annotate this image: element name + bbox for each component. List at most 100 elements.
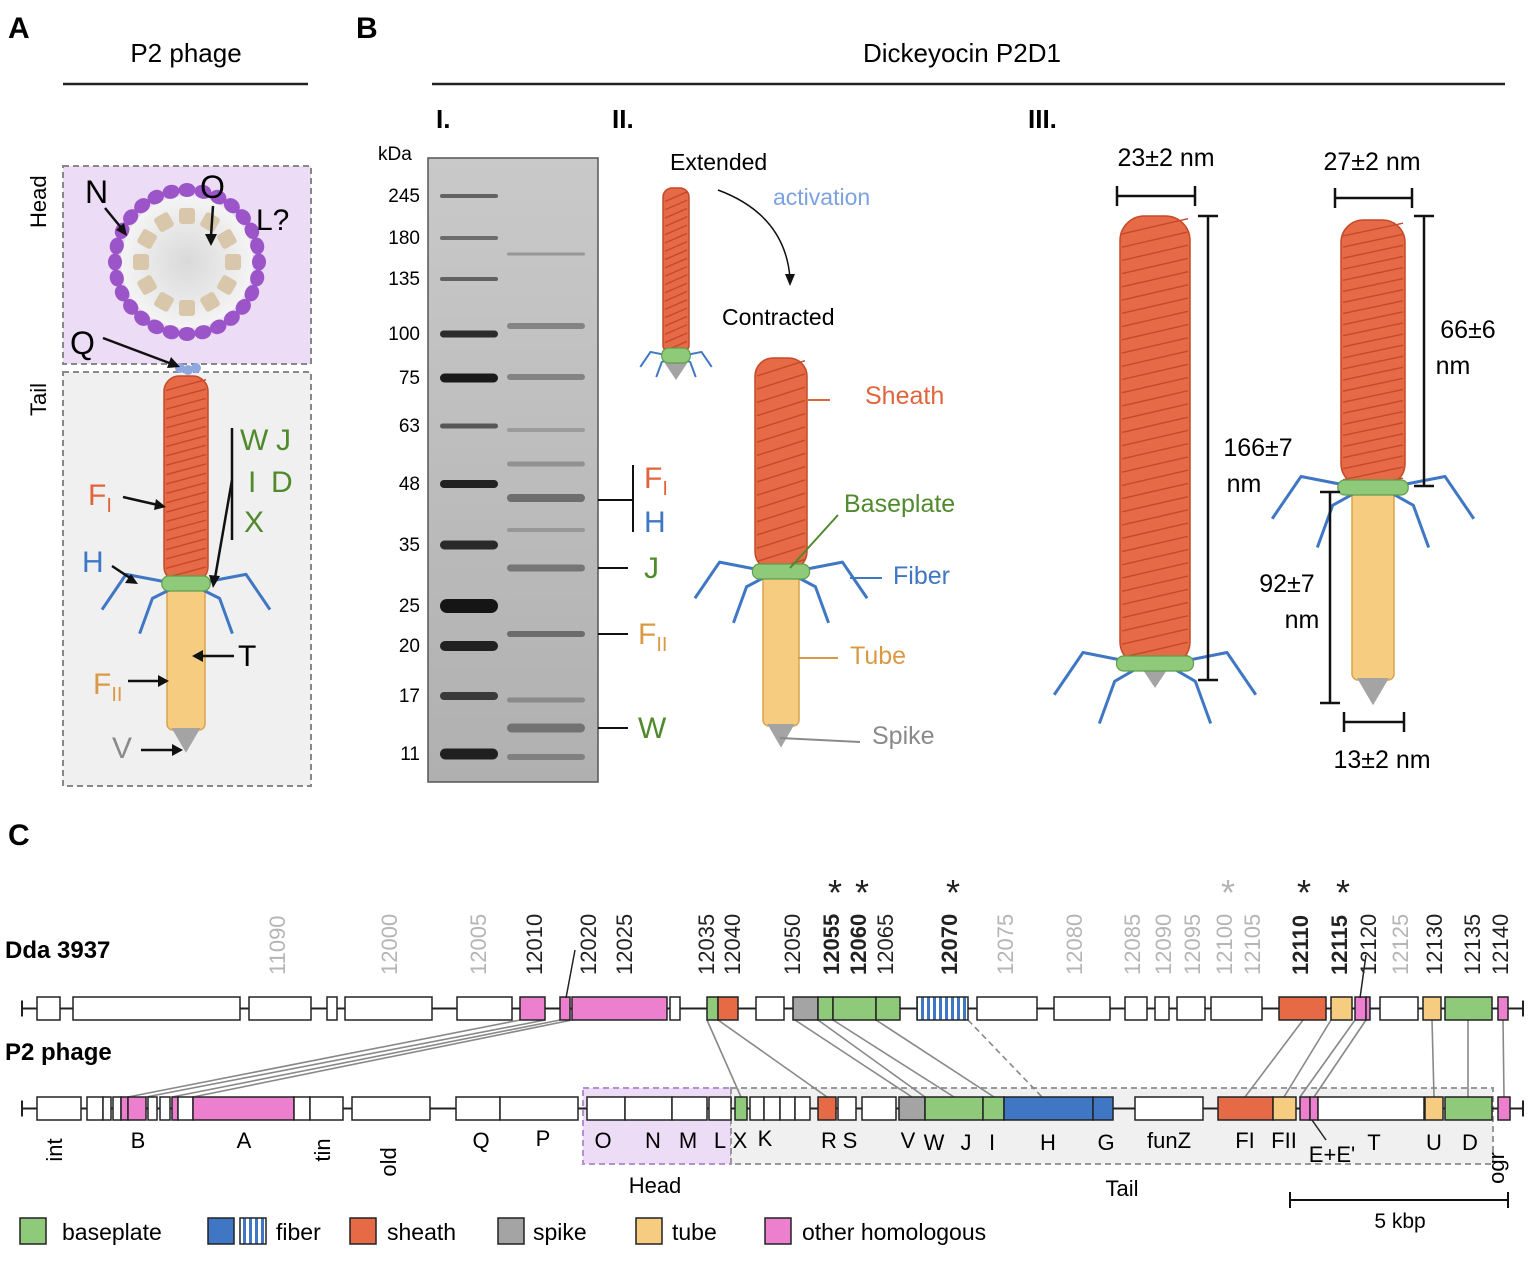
homology-line [127, 1019, 521, 1098]
dda-gene [817, 996, 834, 1021]
essential-asterisk: * [1221, 872, 1235, 913]
dda-label: Dda 3937 [5, 937, 110, 964]
label-j: J [276, 424, 291, 457]
sheath-ring [756, 426, 806, 443]
gel-label-j: J [644, 552, 659, 585]
sheath-ring [1121, 456, 1189, 473]
sheath-ring [1121, 350, 1189, 367]
capsid-protein [147, 189, 164, 205]
tube [1351, 483, 1395, 681]
capsid-protein [250, 237, 265, 255]
label-n: N [85, 174, 108, 210]
sheath-ring [165, 397, 207, 410]
sheath-ring [1342, 410, 1404, 426]
homology-line [706, 1019, 742, 1098]
sheath-ring [756, 545, 806, 563]
dda-gene [1154, 996, 1170, 1021]
homology-line [1244, 1019, 1304, 1098]
arrowhead-o [205, 234, 217, 246]
p2-gene [708, 1096, 732, 1121]
marker-label: 35 [399, 535, 420, 556]
sheath-ring [1342, 255, 1404, 270]
scaffold-protein [133, 254, 149, 270]
sheath-ring [165, 519, 207, 532]
baseplate [161, 575, 211, 592]
arrowhead-n [116, 223, 127, 236]
capsid-protein [134, 198, 151, 214]
dda-gene [1330, 996, 1353, 1021]
sheath-ring [1121, 562, 1189, 579]
sub-ii: II. [612, 104, 634, 134]
p2-gene [1444, 1096, 1493, 1121]
arrow-baseplate [213, 479, 234, 579]
dda-gene [1365, 996, 1371, 1021]
p2-gene [586, 1096, 626, 1121]
dda-gene [717, 996, 739, 1021]
homology-line [171, 1019, 561, 1098]
sheath-ring [1121, 615, 1189, 632]
p2-gene-name: funZ [1147, 1128, 1191, 1153]
p2-gene-name: N [645, 1128, 661, 1153]
panel-a-letter: A [8, 12, 30, 45]
dda-gene [1379, 996, 1419, 1021]
label-w: W [240, 424, 269, 457]
sheath-ring [756, 360, 806, 377]
marker-band [440, 373, 498, 383]
p2-gene [36, 1096, 82, 1121]
sheath-ring [1121, 601, 1189, 619]
sheath-ring [1342, 455, 1404, 470]
spike-pointer [779, 737, 861, 743]
label-v: V [112, 732, 132, 765]
p2-gene [1424, 1096, 1444, 1121]
sheath-ring [1121, 337, 1189, 354]
sample-band [507, 461, 585, 467]
capsid-protein [194, 325, 212, 340]
sample-band [507, 374, 585, 380]
label-d: D [271, 466, 293, 499]
gel-band-labels: FI H J FII W [598, 462, 668, 745]
sheath-ring [165, 510, 207, 523]
p2-gene [734, 1096, 748, 1121]
dda-gene [792, 996, 819, 1021]
tail-box-label: Tail [1105, 1176, 1138, 1201]
p2-gene [159, 1096, 171, 1121]
sample-band [507, 564, 585, 572]
dda-gene-id: 12125 [1388, 914, 1413, 975]
legend-swatch-spike [497, 1217, 525, 1245]
sub-iii: III. [1028, 104, 1057, 134]
kda-label: kDa [378, 144, 412, 165]
sheath-ring [1121, 588, 1189, 606]
essential-asterisk: * [855, 872, 869, 913]
extended-tail-small [639, 187, 713, 380]
sheath-ring [664, 307, 688, 319]
sample-band [507, 528, 585, 532]
p2-gene [861, 1096, 897, 1121]
sheath-ring [1121, 403, 1189, 420]
dda-gene [976, 996, 1038, 1021]
dda-gene [875, 996, 901, 1021]
marker-band [440, 236, 498, 240]
label-fii: FII [93, 668, 122, 706]
gel [427, 157, 599, 783]
sheath-ring [1121, 575, 1189, 592]
sample-band [507, 723, 585, 733]
con-sheath-text-2: nm [1436, 352, 1471, 380]
p2-gene-name: A [237, 1128, 252, 1153]
sheath-ring [1121, 535, 1189, 553]
legend-swatch-tube [635, 1217, 663, 1245]
contracted-tail-large [1270, 219, 1476, 706]
gel-label-fi: FI [644, 462, 668, 500]
sheath-ring [664, 290, 688, 302]
capsid-protein [147, 319, 164, 335]
p2-gene-name: tin [310, 1138, 335, 1161]
label-x: X [244, 506, 264, 539]
p2-gene-name: P [536, 1126, 551, 1151]
dda-gene [344, 996, 433, 1021]
essential-asterisk: * [1297, 872, 1311, 913]
dda-gene-id: 12035 [694, 914, 719, 975]
p2-gene [794, 1096, 811, 1121]
head-label: Head [26, 175, 51, 228]
homology-line [794, 1019, 913, 1098]
scaffold-protein [154, 292, 174, 312]
